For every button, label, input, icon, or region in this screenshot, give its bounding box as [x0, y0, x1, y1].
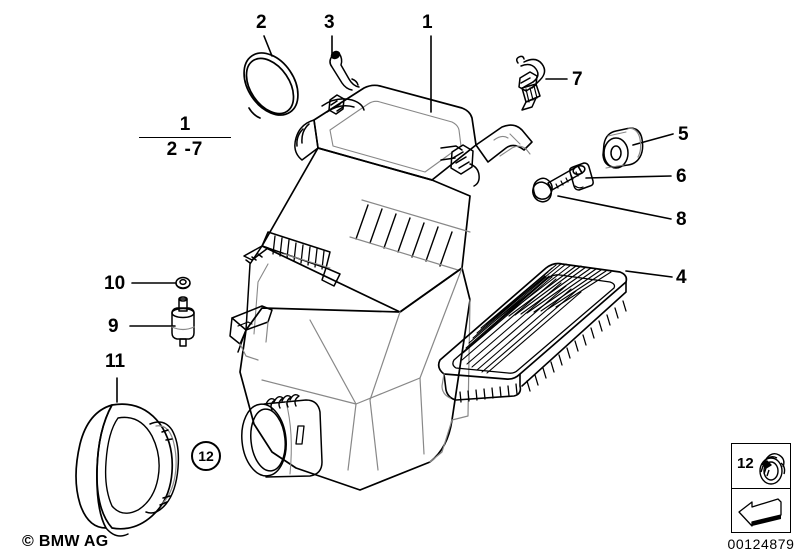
diagram-number: 00124879: [727, 536, 795, 552]
legend-denominator: 2 -7: [166, 139, 204, 160]
housing-intake-port: [241, 393, 323, 478]
part-sensor-clip: [515, 55, 546, 111]
arrow-left-icon: [738, 498, 782, 527]
part-nut-washer: [175, 276, 191, 290]
part-rubber-bushing: [171, 296, 195, 347]
part-spacer-sleeve: [569, 162, 594, 191]
callout-label-1: 1: [422, 12, 433, 33]
legend-numerator: 1: [179, 114, 191, 135]
part-intake-funnel: [75, 403, 180, 537]
callout-label-4: 4: [676, 267, 687, 288]
callout-label-7: 7: [572, 69, 583, 90]
detail-callout-box: 12: [731, 443, 791, 533]
part-hex-bolt: [532, 165, 583, 203]
callout-label-11: 11: [105, 351, 126, 372]
callout-label-6: 6: [676, 166, 687, 187]
callout-label-12-circled: 12: [191, 441, 221, 471]
copyright-notice: © BMW AG: [22, 533, 109, 550]
part-air-filter-housing: [229, 84, 533, 491]
callout-label-9: 9: [108, 316, 119, 337]
detail-box-row-arrow: [732, 489, 790, 533]
callout-label-2: 2: [256, 12, 267, 33]
hose-clamp-icon: [759, 452, 786, 485]
legend-group-ratio: 1 2 -7: [139, 114, 231, 160]
part-rubber-mount: [602, 127, 644, 169]
legend-divider: [139, 137, 231, 138]
callout-label-3: 3: [324, 12, 335, 33]
detail-box-item-number: 12: [737, 455, 754, 472]
part-vent-hose: [329, 50, 360, 91]
detail-box-row-clamp: 12: [732, 444, 790, 489]
callout-label-8: 8: [676, 209, 687, 230]
part-o-ring: [243, 52, 299, 119]
callout-label-5: 5: [678, 124, 689, 145]
callout-label-10: 10: [104, 273, 126, 294]
part-air-filter-element: [437, 262, 628, 403]
